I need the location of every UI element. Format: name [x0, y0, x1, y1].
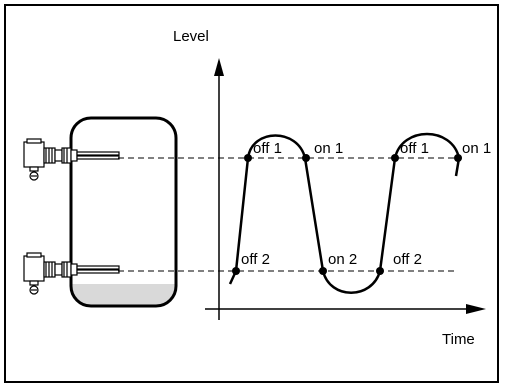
point-off2-a: [232, 267, 240, 275]
label-on2: on 2: [328, 251, 357, 268]
point-on2: [319, 267, 327, 275]
tank-outline: [69, 116, 178, 308]
label-off2-b: off 2: [393, 251, 422, 268]
y-axis-arrow-icon: [214, 58, 224, 76]
point-off1-a: [244, 154, 252, 162]
lower-level-switch-icon: [23, 252, 120, 295]
axes: [205, 58, 486, 320]
point-on1-a: [302, 154, 310, 162]
label-on1-a: on 1: [314, 140, 343, 157]
label-off1-b: off 1: [400, 140, 429, 157]
point-off2-b: [376, 267, 384, 275]
level-curve: [228, 132, 461, 294]
figure-frame: [4, 4, 499, 383]
x-axis-arrow-icon: [466, 304, 486, 314]
label-off1-a: off 1: [253, 140, 282, 157]
label-off2-a: off 2: [241, 251, 270, 268]
upper-level-switch-icon: [23, 138, 120, 181]
label-on1-b: on 1: [462, 140, 491, 157]
tank: [69, 116, 178, 308]
switch-point-markers: [232, 154, 462, 275]
y-axis-label: Level: [173, 28, 209, 45]
x-axis-label: Time: [442, 331, 475, 348]
liquid-fill: [71, 284, 176, 306]
point-on1-b: [454, 154, 462, 162]
point-off1-b: [391, 154, 399, 162]
